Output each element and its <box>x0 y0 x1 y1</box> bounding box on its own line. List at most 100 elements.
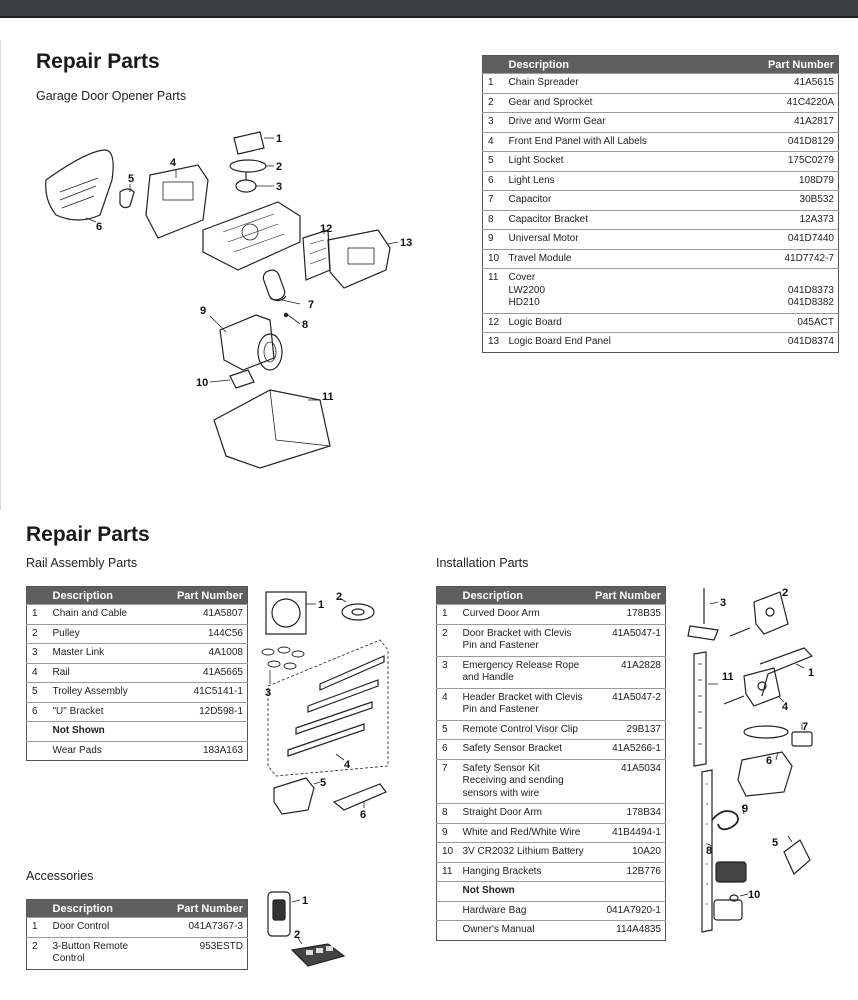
callout-5: 5 <box>128 173 134 185</box>
door-control-part <box>267 891 291 937</box>
callout-5: 5 <box>772 837 778 849</box>
row-description: Gear and Sprocket <box>504 92 726 113</box>
not-shown-label: Not Shown <box>48 721 154 741</box>
row-number: 3 <box>482 112 505 132</box>
pulley-part <box>341 603 375 621</box>
callout-1: 1 <box>808 667 814 679</box>
u-bracket-part <box>332 783 387 811</box>
light-lens-part <box>45 149 114 221</box>
chassis-part <box>202 201 301 271</box>
master-link-part <box>261 646 305 670</box>
callout-1: 1 <box>276 133 282 145</box>
row-number: 5 <box>436 719 459 740</box>
table-header-row: Description Part Number <box>482 55 839 74</box>
accessories-heading: Accessories <box>26 869 94 883</box>
curved-door-arm-part <box>759 647 814 697</box>
row-number: 1 <box>482 73 505 93</box>
front-end-panel-part <box>145 164 209 239</box>
row-part-number: 41A5807 <box>153 604 248 624</box>
row-number: 9 <box>482 229 505 249</box>
row-number: 1 <box>436 604 459 624</box>
trolley-part <box>273 777 315 815</box>
table-header-row: Description Part Number <box>436 586 666 605</box>
installation-callouts: 1 2 3 4 5 6 7 8 9 10 11 <box>706 587 814 901</box>
row-number: 7 <box>436 758 459 804</box>
row-description-line: and Handle <box>462 672 514 683</box>
garage-door-opener-parts-heading: Garage Door Opener Parts <box>36 89 187 103</box>
row-number: 4 <box>482 131 505 152</box>
row-description: White and Red/White Wire <box>458 822 590 843</box>
row-part-number: 045ACT <box>725 312 839 333</box>
row-description: Pulley <box>48 623 154 644</box>
description-header: Description <box>458 586 590 605</box>
callout-11: 11 <box>322 391 334 403</box>
accessories-callouts: 1 2 <box>294 895 308 941</box>
table-row: 2 3-Button Remote Control 953ESTD <box>26 936 248 969</box>
callout-11: 11 <box>722 671 734 683</box>
row-description: 3V CR2032 Lithium Battery <box>458 842 590 862</box>
row-description: "U" Bracket <box>48 701 154 722</box>
row-part-number: 41D7742-7 <box>725 248 839 269</box>
row-number <box>26 721 49 741</box>
release-handle-part <box>687 625 719 641</box>
white-red-wire-part <box>711 810 739 831</box>
opener-callouts: 1 2 3 4 5 6 7 8 9 10 11 12 13 <box>96 133 412 403</box>
travel-module-part <box>229 369 255 389</box>
row-description: Drive and Worm Gear <box>504 112 726 132</box>
row-part-number: 41A5615 <box>725 73 839 93</box>
row-number: 4 <box>26 662 49 683</box>
row-number <box>26 740 49 761</box>
row-part-number-line: 041D8373 <box>787 284 834 296</box>
table-row: 11 Cover LW2200 HD210 041D8373 041D8382 <box>482 268 839 313</box>
row-number: 11 <box>482 268 505 313</box>
chain-spreader-part <box>233 131 265 155</box>
installation-parts-heading: Installation Parts <box>436 556 529 570</box>
section-title: Repair Parts <box>26 523 150 546</box>
row-number: 1 <box>26 917 49 937</box>
row-description: Chain and Cable <box>48 604 154 624</box>
capacitor-part <box>262 269 286 301</box>
not-shown-label: Not Shown <box>458 881 590 901</box>
callout-13: 13 <box>400 237 412 249</box>
header-bracket-part <box>743 667 781 707</box>
row-description: Cover LW2200 HD210 <box>504 268 726 313</box>
row-description: Hanging Brackets <box>458 861 590 882</box>
callout-3: 3 <box>265 687 271 699</box>
rail-part <box>287 655 385 757</box>
row-number: 7 <box>482 190 505 210</box>
row-part-number: 41A2817 <box>725 112 839 132</box>
callout-4: 4 <box>170 157 177 169</box>
row-description-line: Pin and Fastener <box>462 704 539 715</box>
row-description: Rail <box>48 662 154 683</box>
row-part-number: 041D8373 041D8382 <box>725 268 839 313</box>
row-description: Straight Door Arm <box>458 803 590 823</box>
table-header-row: Description Part Number <box>26 586 248 605</box>
door-bracket-part <box>753 591 789 635</box>
row-number: 2 <box>26 936 49 969</box>
row-number: 4 <box>436 687 459 720</box>
row-description-line: Cover <box>508 272 536 283</box>
callout-8: 8 <box>302 319 308 331</box>
row-description: Light Socket <box>504 151 726 171</box>
row-part-number: 4A1008 <box>153 643 248 663</box>
safety-sensor-part <box>791 731 813 747</box>
remote-part <box>715 861 747 883</box>
installation-diagram: 1 2 3 4 5 6 7 8 9 10 11 <box>687 587 814 933</box>
row-number: 13 <box>482 332 505 352</box>
row-part-number: 41A2828 <box>589 655 666 688</box>
part-number-header: Part Number <box>589 586 666 605</box>
row-description-line: 3-Button Remote <box>52 940 129 952</box>
